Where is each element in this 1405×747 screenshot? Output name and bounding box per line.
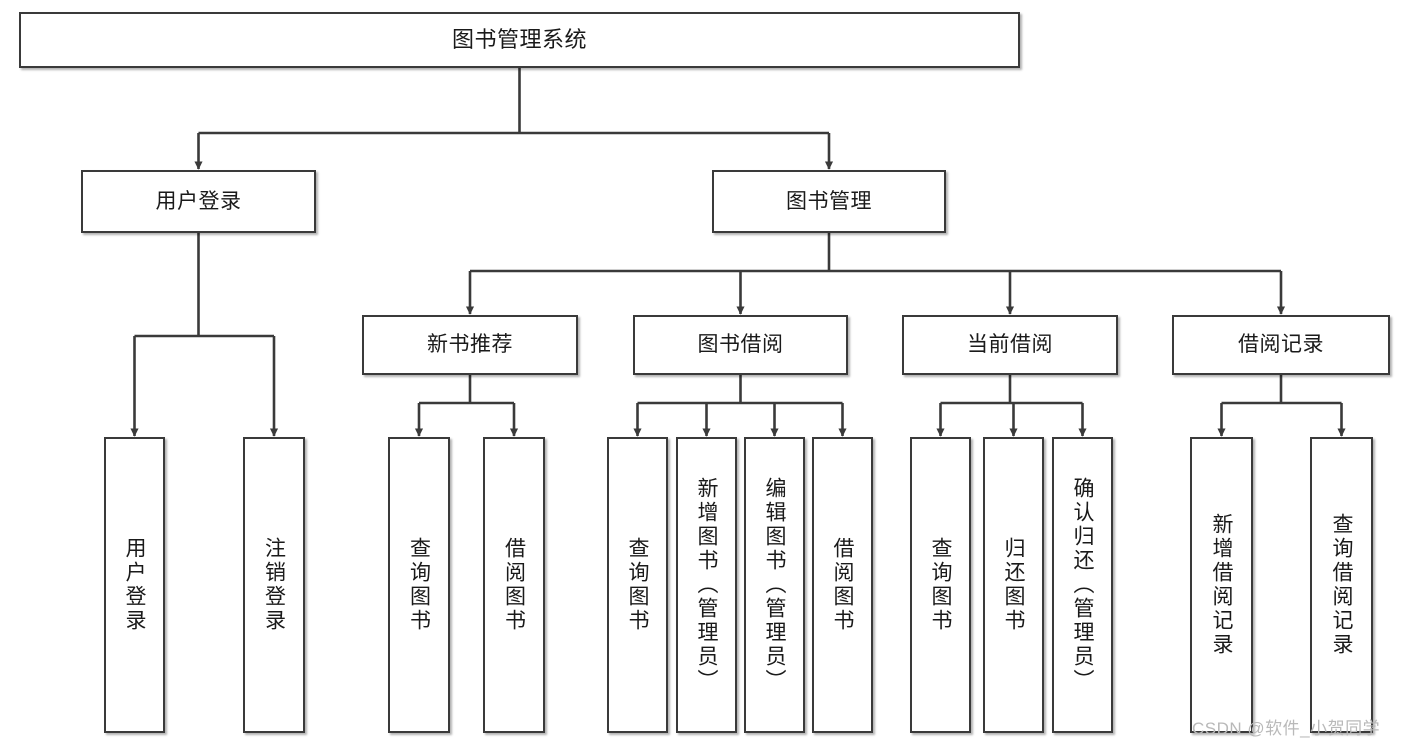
- node-leaf-confirm-return[interactable]: 确认归还（管理员）: [1052, 437, 1113, 733]
- node-label: 查询借阅记录: [1330, 513, 1353, 657]
- node-leaf-user-login[interactable]: 用户登录: [104, 437, 165, 733]
- node-leaf-return-book[interactable]: 归还图书: [983, 437, 1044, 733]
- node-current-borrow[interactable]: 当前借阅: [902, 315, 1118, 375]
- node-leaf-add-record[interactable]: 新增借阅记录: [1190, 437, 1253, 733]
- node-label: 确认归还（管理员）: [1071, 477, 1094, 693]
- node-label: 用户登录: [155, 189, 242, 213]
- node-leaf-query-book-2[interactable]: 查询图书: [607, 437, 668, 733]
- node-leaf-query-book-1[interactable]: 查询图书: [388, 437, 450, 733]
- node-label: 图书管理系统: [451, 26, 587, 52]
- node-label: 图书管理: [786, 189, 872, 213]
- node-root[interactable]: 图书管理系统: [19, 12, 1020, 68]
- node-label: 当前借阅: [967, 333, 1053, 357]
- node-label: 借阅图书: [831, 537, 854, 633]
- node-label: 借阅记录: [1238, 333, 1324, 357]
- node-leaf-borrow-book-1[interactable]: 借阅图书: [483, 437, 545, 733]
- node-leaf-edit-book[interactable]: 编辑图书（管理员）: [744, 437, 805, 733]
- node-label: 查询图书: [626, 537, 649, 633]
- node-label: 新书推荐: [427, 333, 513, 357]
- node-label: 用户登录: [123, 537, 146, 633]
- node-new-book-rec[interactable]: 新书推荐: [362, 315, 578, 375]
- node-leaf-query-book-3[interactable]: 查询图书: [910, 437, 971, 733]
- node-leaf-user-logout[interactable]: 注销登录: [243, 437, 305, 733]
- node-label: 编辑图书（管理员）: [763, 477, 786, 693]
- edges-group: [130, 68, 1346, 437]
- node-leaf-borrow-book-2[interactable]: 借阅图书: [812, 437, 873, 733]
- node-book-borrow[interactable]: 图书借阅: [633, 315, 848, 375]
- node-leaf-add-book[interactable]: 新增图书（管理员）: [676, 437, 737, 733]
- node-user-login[interactable]: 用户登录: [81, 170, 316, 233]
- node-label: 查询图书: [407, 537, 431, 633]
- node-label: 注销登录: [262, 537, 286, 633]
- watermark: CSDN @软件_小贺同学: [1192, 719, 1381, 738]
- node-label: 查询图书: [929, 537, 952, 633]
- node-borrow-record[interactable]: 借阅记录: [1172, 315, 1390, 375]
- node-label: 借阅图书: [502, 537, 526, 633]
- node-label: 归还图书: [1002, 537, 1025, 633]
- node-leaf-query-record[interactable]: 查询借阅记录: [1310, 437, 1373, 733]
- node-book-manage[interactable]: 图书管理: [712, 170, 946, 233]
- node-label: 新增图书（管理员）: [695, 477, 718, 693]
- node-label: 图书借阅: [697, 333, 784, 357]
- node-label: 新增借阅记录: [1210, 513, 1233, 657]
